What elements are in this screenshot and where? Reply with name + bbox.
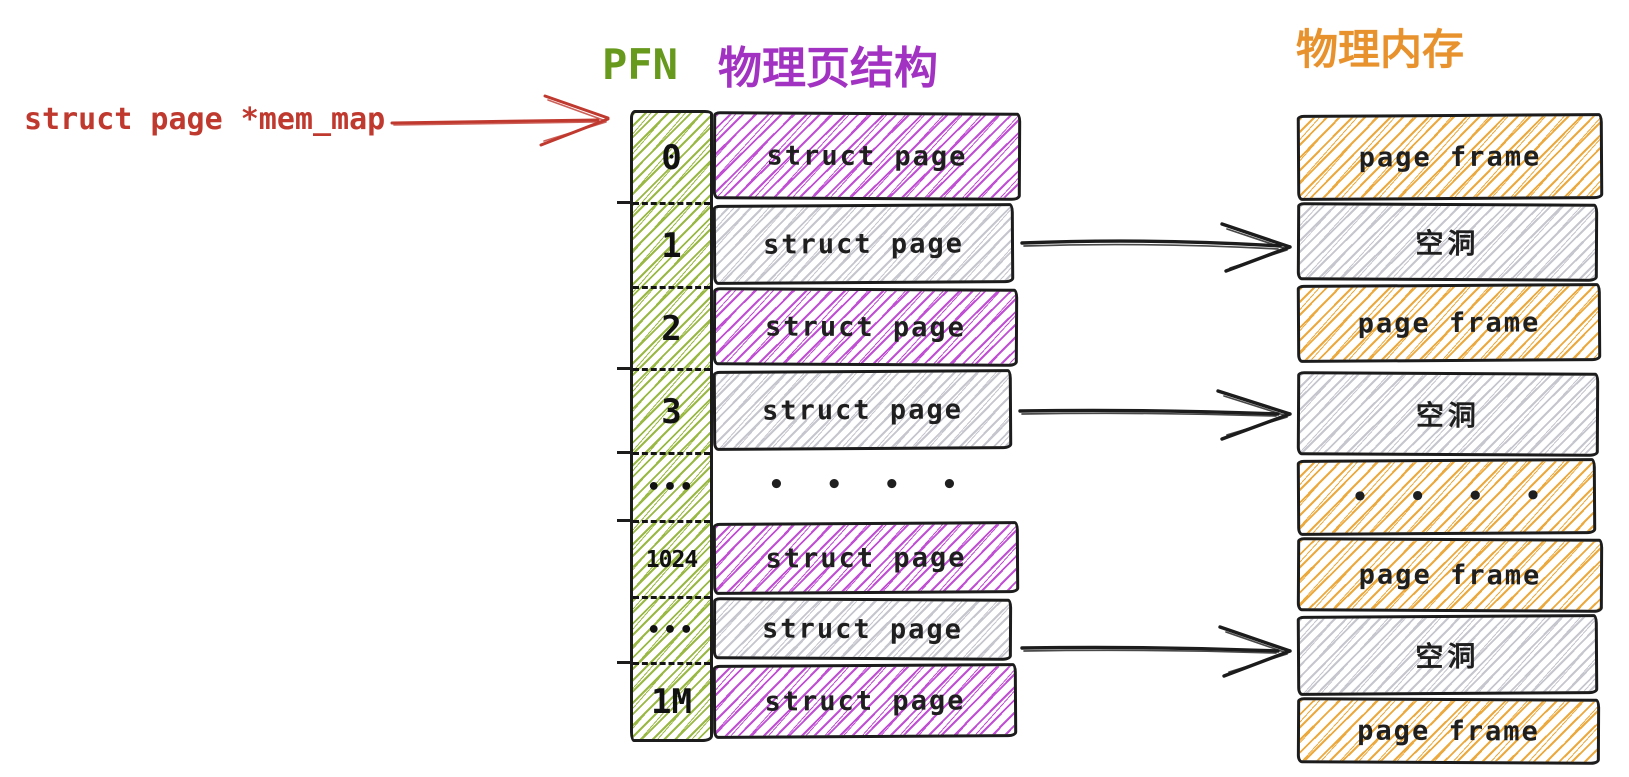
struct-page-row-1: struct page [712, 203, 1015, 285]
map-arrow-pfn3 [1018, 389, 1292, 441]
pfn-cell-3: 3 [633, 371, 710, 455]
pfn-cell-ellipsis-1: ••• [633, 455, 710, 523]
memory-row-page-frame-1: page frame [1296, 283, 1602, 363]
memory-row-page-frame-2: page frame [1296, 537, 1604, 613]
physical-memory-header: 物理内存 [1296, 25, 1465, 74]
mem-map-arrow [390, 94, 610, 147]
struct-page-row-2: struct page [712, 287, 1019, 367]
pfn-tick [617, 367, 630, 370]
pfn-header: PFN [602, 40, 678, 89]
memory-row-page-frame-0: page frame [1296, 113, 1604, 201]
pfn-cell-1m: 1M [651, 682, 692, 722]
pfn-tick [617, 451, 630, 454]
struct-page-ellipsis-row: • • • • [768, 470, 974, 500]
pfn-cell-1024: 1024 [633, 523, 710, 599]
pfn-cell-2: 2 [633, 289, 710, 371]
pfn-cell-1: 1 [633, 205, 710, 289]
pfn-tick [617, 201, 630, 204]
pfn-cell-ellipsis-2: ••• [633, 599, 710, 665]
struct-page-row-1024: struct page [712, 521, 1020, 595]
page-struct-header: 物理页结构 [718, 43, 938, 94]
memory-row-hole-1: 空洞 [1296, 371, 1600, 457]
pfn-column: 0 1 2 3 ••• 1024 ••• 1M [630, 110, 713, 742]
map-arrow-pfn1 [1020, 222, 1292, 273]
memory-row-page-frame-3: page frame [1296, 697, 1601, 765]
mem-map-label: struct page *mem_map [24, 102, 386, 137]
memory-row-hole-2: 空洞 [1296, 614, 1599, 696]
struct-page-row-3: struct page [712, 369, 1013, 451]
struct-page-row-1m: struct page [712, 663, 1018, 739]
memory-row-hole-0: 空洞 [1296, 202, 1599, 282]
pfn-tick [617, 519, 630, 522]
memory-row-ellipsis: • • • • [1296, 458, 1597, 536]
pfn-tick [617, 661, 630, 664]
pfn-cell-0: 0 [633, 113, 710, 205]
struct-page-row-0: struct page [712, 111, 1022, 201]
struct-page-row-n: struct page [712, 597, 1013, 661]
map-arrow-pfn-n [1020, 625, 1292, 678]
